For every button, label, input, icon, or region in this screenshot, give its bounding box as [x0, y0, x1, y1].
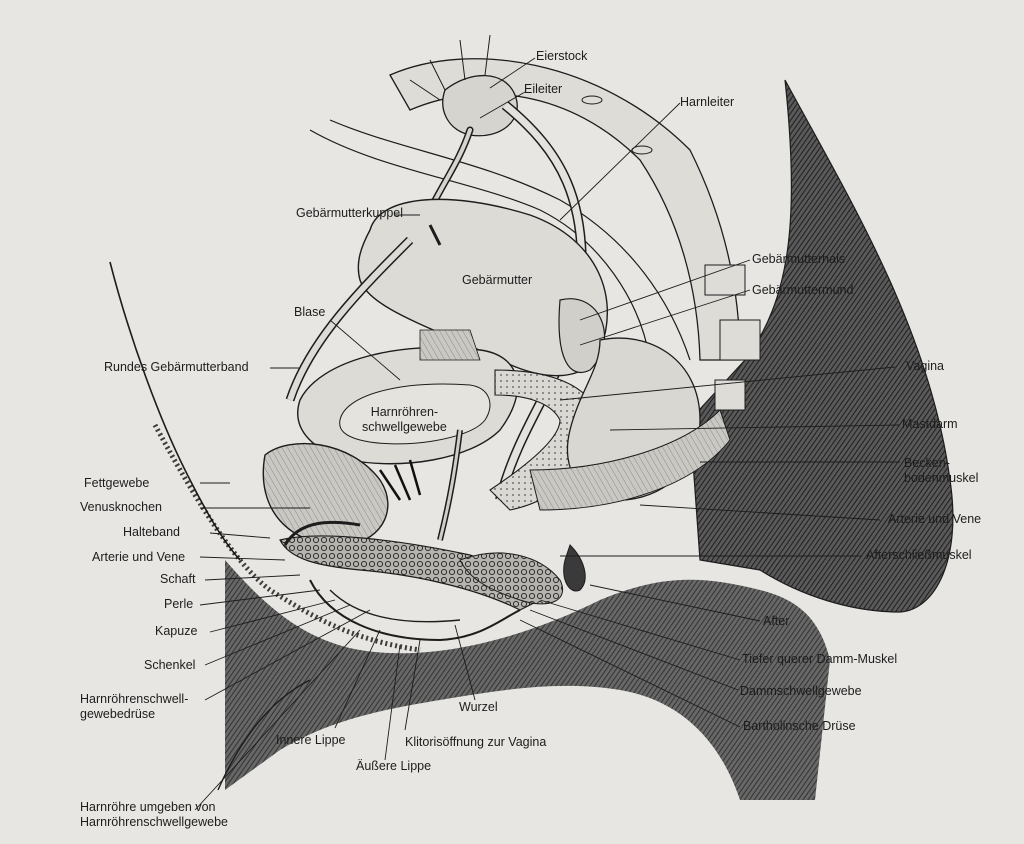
label-fettgewebe: Fettgewebe — [84, 476, 150, 490]
buttock-shading — [689, 79, 954, 613]
label-gebaermutterkuppel: Gebärmutterkuppel — [296, 206, 404, 220]
anus — [563, 544, 586, 592]
thigh-shading — [225, 560, 830, 800]
label-gebaermutter: Gebärmutter — [462, 273, 533, 287]
label-eierstock: Eierstock — [536, 49, 588, 63]
label-halteband: Halteband — [123, 525, 180, 539]
cervix — [558, 298, 606, 374]
front-contour — [109, 261, 241, 561]
label-rundes-gebaermutterband: Rundes Gebärmutterband — [104, 360, 249, 374]
label-after: After — [763, 614, 790, 628]
label-tiefer-querer-damm-muskel: Tiefer querer Damm-Muskel — [742, 652, 898, 666]
label-arterie-und-vene-right: Arterie und Vene — [888, 512, 982, 526]
label-kapuze: Kapuze — [155, 624, 198, 638]
label-arterie-und-vene-left: Arterie und Vene — [92, 550, 186, 564]
label-beckenbodenmuskel: Becken- bodenmuskel — [904, 456, 979, 485]
labia — [309, 579, 521, 642]
label-afterschliessmuskel: Afterschließmuskel — [866, 548, 972, 562]
label-gebaermutterhals: Gebärmutterhals — [752, 252, 846, 266]
label-aeussere-lippe: Äußere Lippe — [356, 759, 432, 773]
label-schenkel: Schenkel — [144, 658, 196, 672]
label-harnroehrenschwellgewebe: Harnröhren- schwellgewebe — [362, 405, 447, 434]
label-klitorisoeffnung: Klitorisöffnung zur Vagina — [405, 735, 547, 749]
label-wurzel: Wurzel — [459, 700, 498, 714]
label-eileiter: Eileiter — [524, 82, 563, 96]
label-harnleiter: Harnleiter — [680, 95, 735, 109]
label-harnroehre-umgeben: Harnröhre umgeben von Harnröhrenschwellg… — [80, 800, 228, 829]
label-bartholinsche-druese: Bartholinsche Drüse — [743, 719, 856, 733]
label-perle: Perle — [164, 597, 194, 611]
label-mastdarm: Mastdarm — [902, 417, 958, 431]
bulb — [459, 552, 563, 605]
label-venusknochen: Venusknochen — [80, 500, 163, 514]
pubic-bone — [262, 443, 389, 546]
label-blase: Blase — [294, 305, 326, 319]
label-dammschwellgewebe: Dammschwellgewebe — [740, 684, 862, 698]
ovary — [442, 74, 518, 137]
label-harnroehrenschwellgewebedruese: Harnröhrenschwell- gewebedrüse — [80, 692, 189, 721]
label-schaft: Schaft — [160, 572, 196, 586]
label-innere-lippe: Innere Lippe — [276, 733, 346, 747]
pelvic-floor — [529, 409, 731, 511]
leg-contour — [217, 679, 311, 791]
label-vagina: Vagina — [906, 359, 944, 373]
label-gebaermuttermund: Gebärmuttermund — [752, 283, 854, 297]
